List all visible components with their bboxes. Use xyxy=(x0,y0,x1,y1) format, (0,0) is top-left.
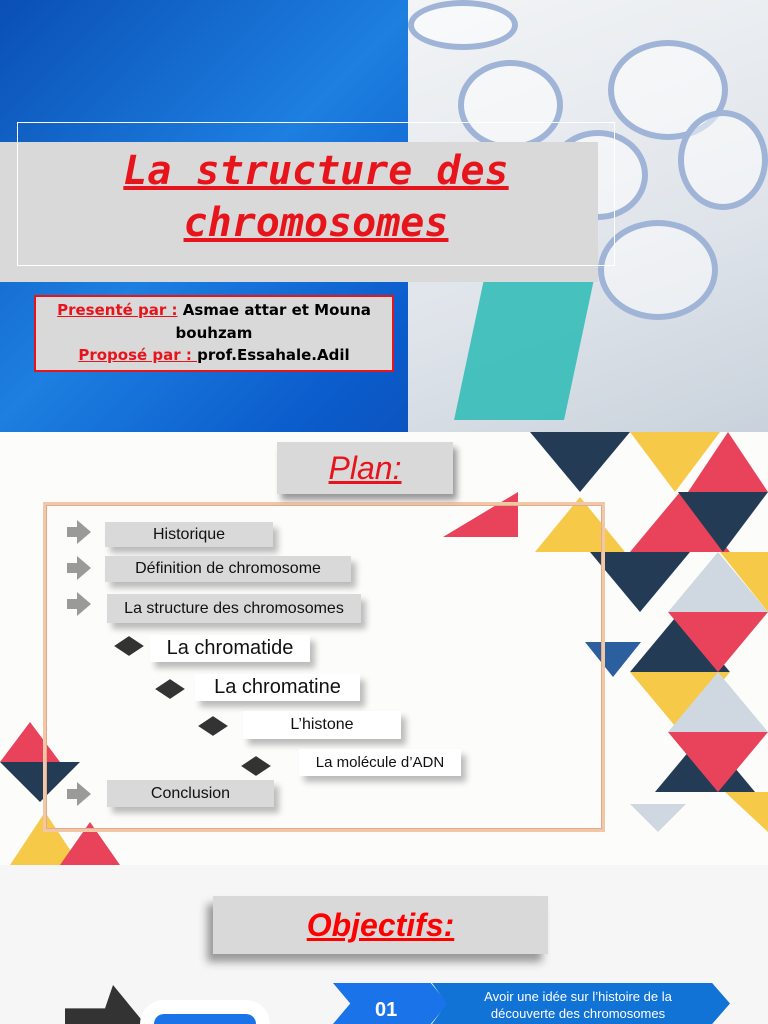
presented-label: Presenté par : xyxy=(57,301,178,319)
arrow-icon xyxy=(67,782,91,806)
plan-item-adn[interactable]: La molécule d’ADN xyxy=(299,749,461,776)
title-frame xyxy=(17,122,615,266)
plan-item-conclusion[interactable]: Conclusion xyxy=(107,780,274,807)
plan-slide: Plan: Historique Définition de chromosom… xyxy=(0,432,768,865)
plan-item-structure[interactable]: La structure des chromosomes xyxy=(107,594,361,623)
objective-number-chevron xyxy=(333,983,448,1024)
arrow-icon xyxy=(67,592,91,616)
objective-number: 01 xyxy=(375,999,398,1021)
title-slide: La structure des chromosomes Presenté pa… xyxy=(0,0,768,432)
objective-chevron xyxy=(432,983,730,1024)
objective-text: Avoir une idée sur l’histoire de la déco… xyxy=(484,989,672,1021)
slide-title: La structure des chromosomes xyxy=(123,148,509,246)
plan-item-chromatide[interactable]: La chromatide xyxy=(150,635,310,662)
test-tubes-photo xyxy=(408,0,768,432)
proposed-value: prof.Essahale.Adil xyxy=(197,346,350,364)
target-circle xyxy=(140,1000,270,1024)
plan-item-chromatine[interactable]: La chromatine xyxy=(195,674,360,701)
objectives-slide: Objectifs: 01 Avoir une idée sur l’histo… xyxy=(0,865,768,1024)
plan-title: Plan: xyxy=(277,442,453,494)
author-box: Presenté par : Asmae attar et Mouna bouh… xyxy=(34,295,394,372)
plan-item-historique[interactable]: Historique xyxy=(105,522,273,547)
plan-item-definition[interactable]: Définition de chromosome xyxy=(105,556,351,582)
plan-frame xyxy=(43,502,605,832)
arrow-icon xyxy=(67,520,91,544)
objectives-title: Objectifs: xyxy=(213,896,548,954)
arrow-icon xyxy=(67,556,91,580)
proposed-label: Proposé par : xyxy=(78,346,198,364)
title-background xyxy=(0,142,598,282)
dark-arrow-shape xyxy=(65,985,145,1024)
presented-value: Asmae attar et Mouna bouhzam xyxy=(175,301,371,342)
plan-item-histone[interactable]: L’histone xyxy=(243,711,401,739)
